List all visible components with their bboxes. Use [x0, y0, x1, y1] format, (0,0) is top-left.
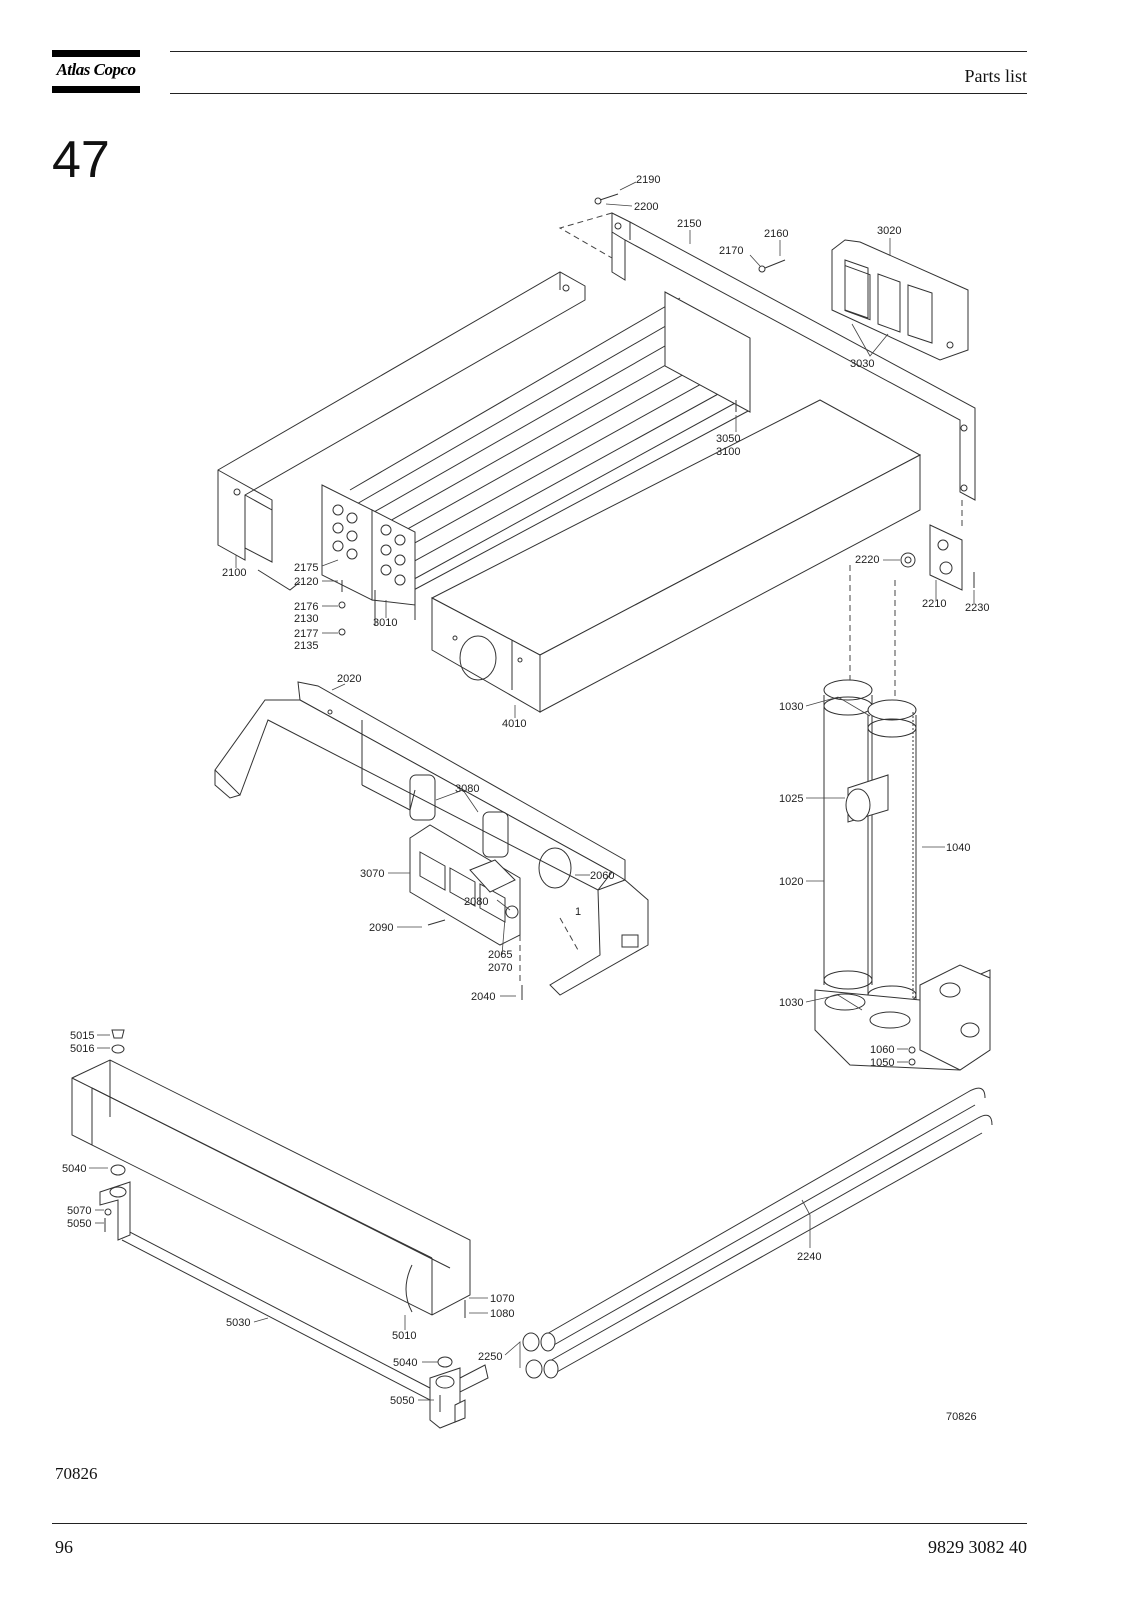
callout-5016: 5016 — [70, 1043, 94, 1055]
logo-bottom-bar — [52, 86, 140, 93]
callout-2190: 2190 — [636, 174, 660, 186]
callout-2130: 2130 — [294, 613, 318, 625]
callout-3100: 3100 — [716, 446, 740, 458]
header-bottom-rule — [170, 93, 1027, 94]
footer-rule — [52, 1523, 1027, 1524]
callout-2060: 2060 — [590, 870, 614, 882]
tube-bundle-3010 — [321, 291, 751, 625]
callout-1020: 1020 — [779, 876, 803, 888]
leader-lines — [89, 181, 975, 1401]
callout-2170: 2170 — [719, 245, 743, 257]
callout-2250: 2250 — [478, 1351, 502, 1363]
drawing-number: 70826 — [946, 1411, 977, 1423]
callout-3020: 3020 — [877, 225, 901, 237]
callout-2020: 2020 — [337, 673, 361, 685]
callout-2040: 2040 — [471, 991, 495, 1003]
callout-2160: 2160 — [764, 228, 788, 240]
callout-1030-top: 1030 — [779, 701, 803, 713]
gasket-2220 — [900, 552, 916, 568]
callout-2175: 2175 — [294, 562, 318, 574]
callout-3050: 3050 — [716, 433, 740, 445]
figure-id: 70826 — [55, 1464, 98, 1483]
pipe-2240 — [522, 1087, 993, 1379]
tank-hardware — [104, 1029, 466, 1412]
flange-plate-2210 — [929, 524, 963, 591]
callout-2177: 2177 — [294, 628, 318, 640]
page-number: 96 — [55, 1537, 73, 1557]
callout-3030: 3030 — [850, 358, 874, 370]
callout-3010: 3010 — [373, 617, 397, 629]
callout-2230: 2230 — [965, 602, 989, 614]
callout-5040-upper: 5040 — [62, 1163, 86, 1175]
callout-2240: 2240 — [797, 1251, 821, 1263]
callout-4010: 4010 — [502, 718, 526, 730]
callout-1: 1 — [575, 906, 581, 918]
pipe-1020 — [823, 679, 873, 990]
header-title: Parts list — [964, 66, 1027, 86]
callout-2176: 2176 — [294, 601, 318, 613]
atlas-copco-logo: Atlas Copco — [52, 50, 140, 94]
heat-block — [814, 964, 991, 1071]
callout-1060: 1060 — [870, 1044, 894, 1056]
top-hardware — [338, 193, 975, 636]
cooler-housing-2100 — [217, 271, 586, 591]
callout-5050-lower: 5050 — [390, 1395, 414, 1407]
callout-5015: 5015 — [70, 1030, 94, 1042]
bracket-2150 — [611, 212, 976, 501]
callout-1070: 1070 — [490, 1293, 514, 1305]
callout-5010: 5010 — [392, 1330, 416, 1342]
callout-2100: 2100 — [222, 567, 246, 579]
logo-top-bar — [52, 50, 140, 57]
frame-2020 — [214, 681, 649, 996]
pipe-5030 — [99, 1181, 489, 1429]
branch-1025 — [845, 774, 889, 823]
callout-1025: 1025 — [779, 793, 803, 805]
callout-2065: 2065 — [488, 949, 512, 961]
callout-5040-lower: 5040 — [393, 1357, 417, 1369]
callout-5030: 5030 — [226, 1317, 250, 1329]
callout-2135: 2135 — [294, 640, 318, 652]
logo-brand-text: Atlas Copco — [56, 60, 136, 79]
callout-1050: 1050 — [870, 1057, 894, 1069]
callout-2220: 2220 — [855, 554, 879, 566]
callout-1040: 1040 — [946, 842, 970, 854]
callout-2080: 2080 — [464, 896, 488, 908]
header-top-rule — [170, 51, 1027, 52]
callout-2200: 2200 — [634, 201, 658, 213]
manifold-3020 — [831, 239, 969, 361]
callout-2120: 2120 — [294, 576, 318, 588]
callout-1080: 1080 — [490, 1308, 514, 1320]
callout-labels: 2190 2200 2150 2170 2160 3020 3030 3050 … — [62, 174, 989, 1423]
pipe-1040 — [867, 699, 917, 1040]
document-number: 9829 3082 40 — [928, 1537, 1027, 1557]
callout-2150: 2150 — [677, 218, 701, 230]
tank-5010 — [71, 1059, 471, 1316]
callout-5050-upper: 5050 — [67, 1218, 91, 1230]
callout-2210: 2210 — [922, 598, 946, 610]
callout-3080: 3080 — [455, 783, 479, 795]
callout-1030-bottom: 1030 — [779, 997, 803, 1009]
callout-3070: 3070 — [360, 868, 384, 880]
callout-2090: 2090 — [369, 922, 393, 934]
callout-2070: 2070 — [488, 962, 512, 974]
section-number: 47 — [52, 131, 110, 189]
controller-3070 — [409, 824, 521, 946]
air-channel-4010 — [430, 399, 922, 713]
callout-5070: 5070 — [67, 1205, 91, 1217]
